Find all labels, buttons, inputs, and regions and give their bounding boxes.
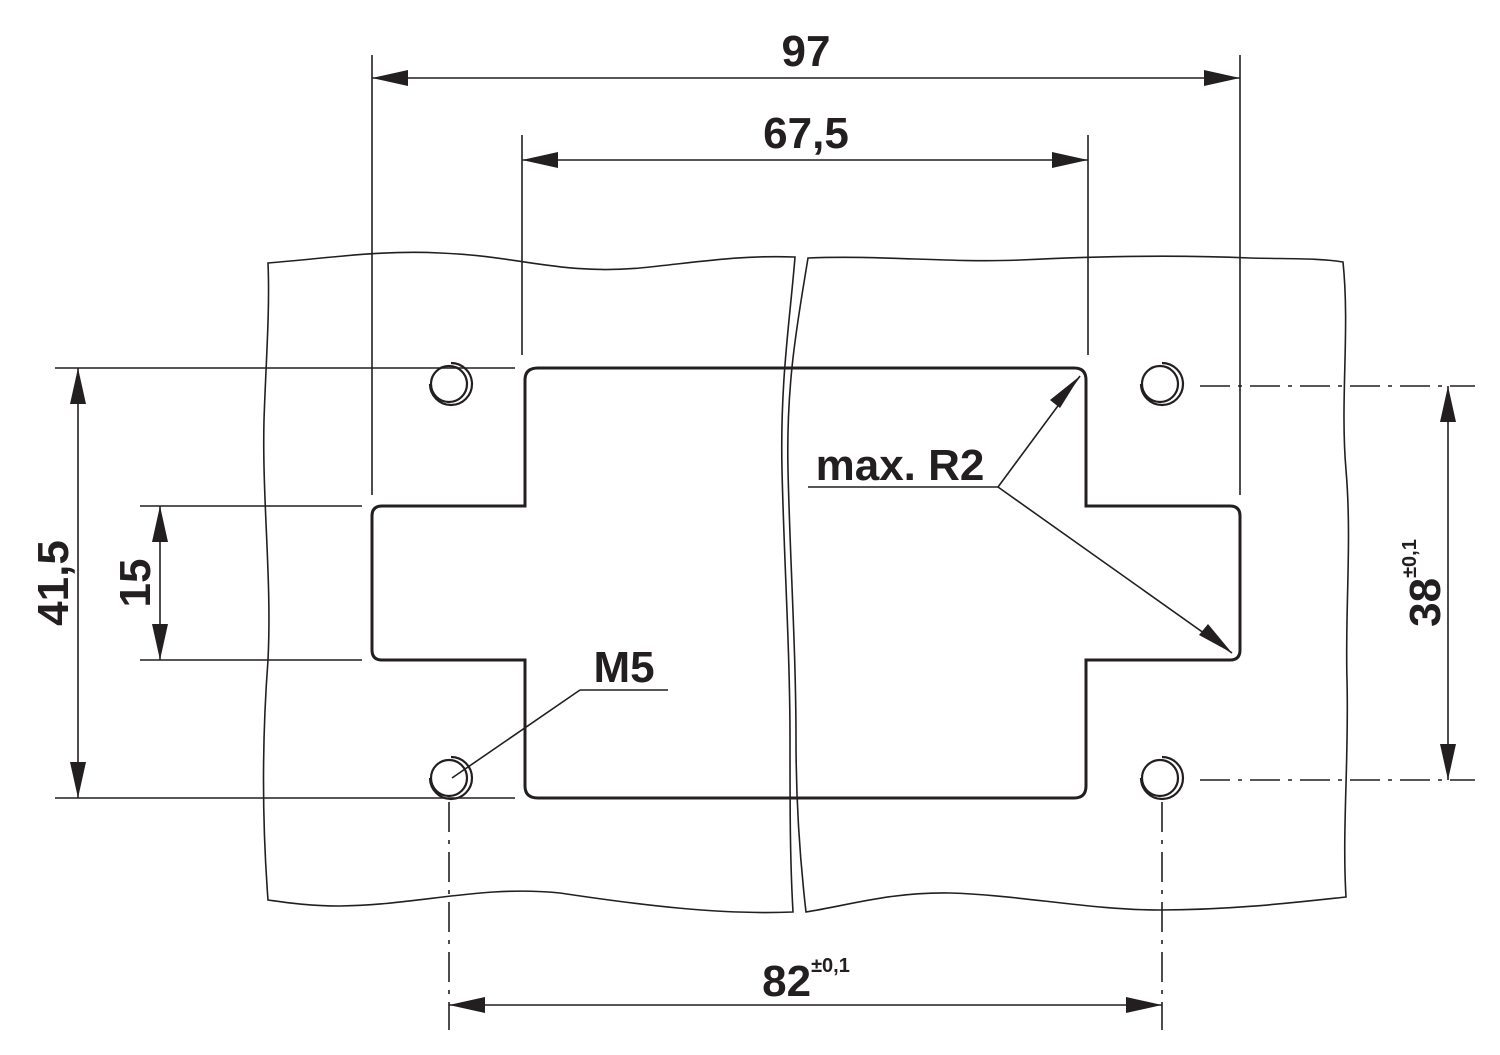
extension-lines [55, 55, 1241, 799]
hole-top-right-icon [1139, 361, 1185, 407]
panel-right-half [786, 255, 1350, 913]
hole-bottom-right-icon [1139, 755, 1185, 801]
panel-left-half [262, 251, 796, 914]
panel-sheet [262, 251, 1350, 914]
dimension-cutout-width: 67,5 [522, 109, 1088, 168]
thread-label: M5 [593, 643, 654, 692]
dimension-hole-spacing-vertical: 38±0,1 [1399, 386, 1456, 780]
mounting-holes [428, 361, 1185, 801]
thread-callout: M5 [451, 643, 668, 779]
corner-radius-callout: max. R2 [808, 375, 1233, 654]
hole-spacing-horizontal-label: 82±0,1 [762, 955, 850, 1006]
hole-spacing-vertical-label: 38±0,1 [1399, 539, 1450, 627]
hole-top-left-icon [428, 361, 474, 407]
dimension-overall-height: 41,5 [29, 368, 86, 798]
center-lines [448, 385, 1475, 1030]
overall-width-label: 97 [782, 27, 831, 76]
dimension-tab-height: 15 [111, 506, 168, 660]
overall-height-label: 41,5 [29, 540, 78, 626]
hole-bottom-left-icon [428, 755, 474, 801]
dimension-hole-spacing-horizontal: 82±0,1 [449, 955, 1162, 1013]
corner-radius-label: max. R2 [816, 441, 985, 490]
cutout-width-label: 67,5 [763, 109, 849, 158]
dimension-overall-width: 97 [372, 27, 1240, 86]
cutout-outline [370, 366, 1242, 800]
tab-height-label: 15 [111, 559, 160, 608]
